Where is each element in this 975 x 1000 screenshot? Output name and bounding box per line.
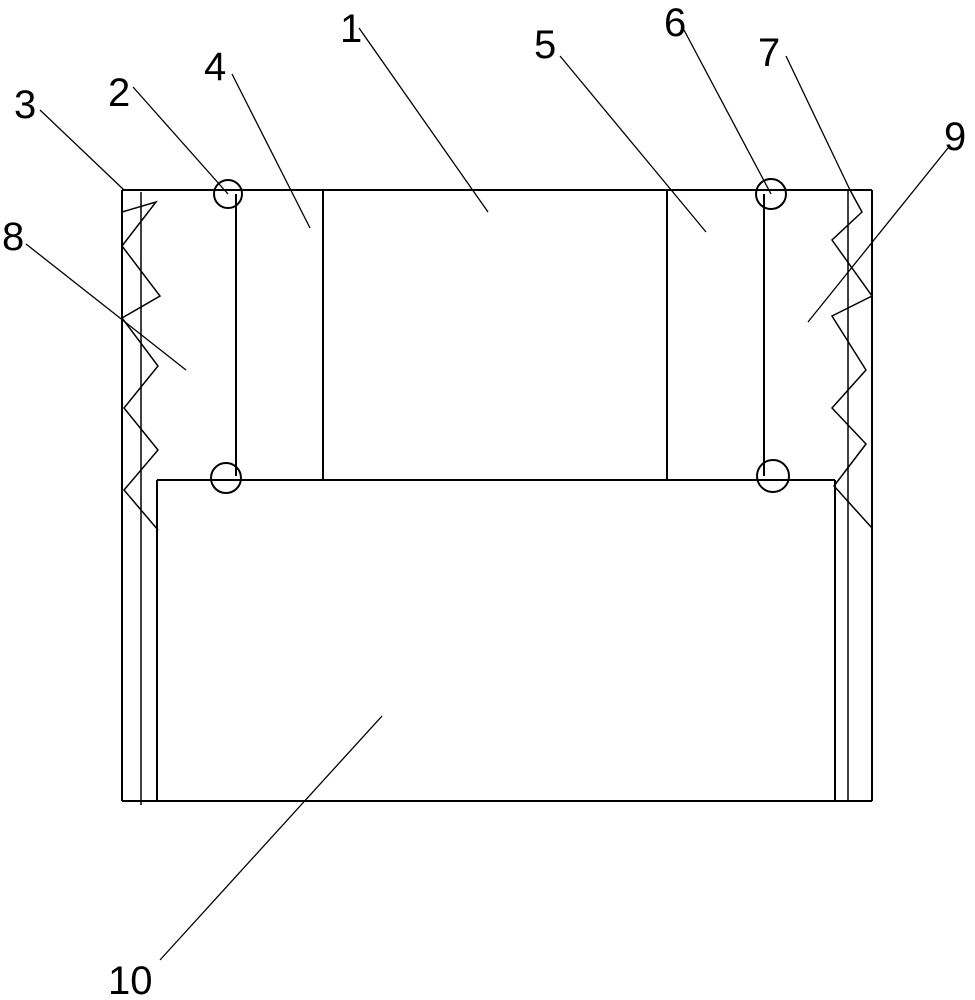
label-5: 5 bbox=[534, 23, 556, 67]
label-6: 6 bbox=[664, 1, 686, 45]
right-bottom-ring bbox=[757, 460, 789, 492]
right-spring bbox=[832, 190, 872, 528]
label-10: 10 bbox=[108, 959, 153, 1000]
leader-lines bbox=[26, 28, 948, 960]
label-4: 4 bbox=[204, 45, 226, 89]
central-block bbox=[323, 190, 667, 480]
outer-housing bbox=[122, 190, 872, 801]
label-8: 8 bbox=[2, 215, 24, 259]
left-bottom-ring bbox=[211, 463, 241, 493]
left-rod bbox=[211, 180, 242, 493]
label-2: 2 bbox=[108, 71, 130, 115]
label-7: 7 bbox=[758, 31, 780, 75]
label-3: 3 bbox=[14, 83, 36, 127]
label-1: 1 bbox=[340, 7, 362, 51]
label-9: 9 bbox=[944, 115, 966, 159]
inner-liner bbox=[141, 190, 848, 805]
lower-box bbox=[157, 480, 835, 801]
right-rod bbox=[756, 179, 789, 492]
